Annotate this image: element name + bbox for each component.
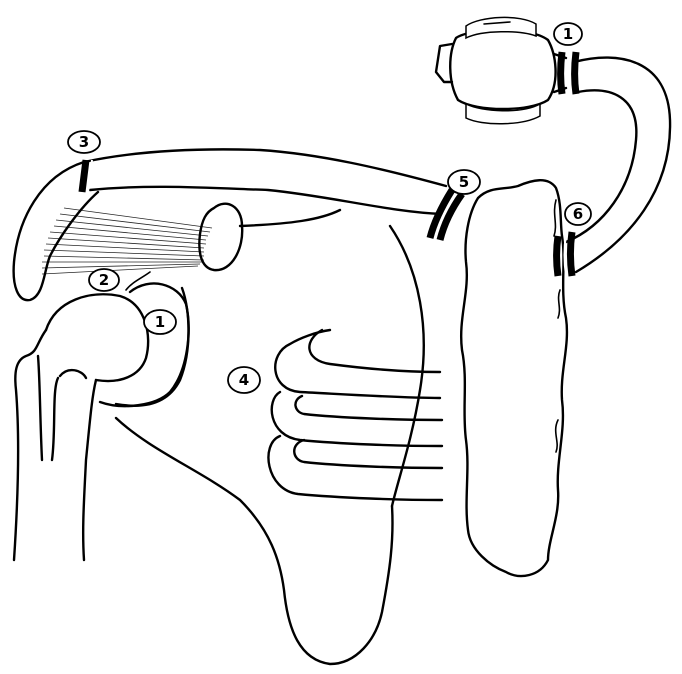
svg-text:1: 1	[563, 25, 573, 43]
coracoacromial-ligament	[42, 208, 212, 274]
label-4: 4	[228, 367, 260, 393]
coracoid-process	[199, 204, 242, 270]
clavicle	[84, 149, 446, 186]
svg-text:2: 2	[99, 271, 109, 289]
scapula-lateral	[116, 288, 189, 406]
vertebra	[436, 17, 566, 123]
label-3: 3	[68, 131, 100, 153]
joint-band-rib-sternum	[557, 232, 573, 276]
svg-text:4: 4	[239, 371, 249, 389]
scapula-medial-border	[390, 226, 424, 506]
label-1-top: 1	[554, 23, 582, 45]
scapula-spine	[240, 210, 340, 226]
label-2: 2	[89, 269, 119, 291]
humeral-head	[46, 294, 148, 381]
joint-band-sternoclavicular	[430, 190, 462, 240]
humerus-shaft-right	[83, 380, 96, 560]
svg-text:5: 5	[459, 173, 469, 191]
label-5: 5	[448, 170, 480, 194]
humerus-inner-line-b	[52, 370, 86, 460]
clavicle-lower-edge	[90, 187, 442, 214]
joint-band-acromioclavicular	[82, 160, 92, 192]
sternum	[461, 180, 567, 576]
scapula-body	[116, 418, 393, 664]
svg-text:3: 3	[79, 133, 89, 151]
joint-band-costovertebral	[561, 52, 577, 94]
svg-text:6: 6	[573, 205, 583, 223]
svg-text:1: 1	[155, 313, 165, 331]
label-1-glenohumeral: 1	[144, 310, 176, 334]
label-6: 6	[565, 203, 591, 225]
humerus-inner-line-a	[38, 356, 42, 460]
